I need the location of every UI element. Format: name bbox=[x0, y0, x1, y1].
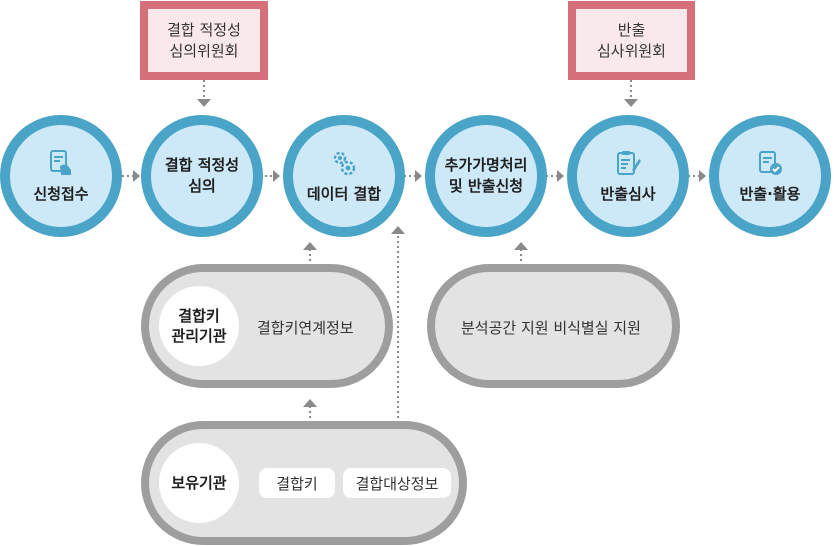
holding-agency-badge: 보유기관 bbox=[159, 443, 239, 523]
step-label: 반출심사 bbox=[600, 184, 656, 203]
step-export-review: 반출심사 bbox=[567, 115, 689, 237]
step-data-combination: 데이터 결합 bbox=[283, 115, 405, 237]
step-label: 추가가명처리 및 반출신청 bbox=[444, 156, 528, 195]
key-management-agency-panel: 결합키 관리기관 결합키연계정보 bbox=[141, 264, 393, 388]
step-application-intake: 신청접수 bbox=[0, 115, 122, 237]
analysis-space-text: 분석공간 지원 비식별실 지원 bbox=[461, 319, 641, 337]
analysis-space-panel: 분석공간 지원 비식별실 지원 bbox=[427, 264, 680, 388]
step-label: 결합 적정성 심의 bbox=[164, 156, 240, 195]
step-export-utilization: 반출·활용 bbox=[709, 115, 831, 237]
committee-label: 결합 적정성 심의위원회 bbox=[148, 9, 260, 72]
key-management-agency-badge: 결합키 관리기관 bbox=[159, 286, 239, 366]
key-link-info-text: 결합키연계정보 bbox=[257, 319, 354, 337]
step-combination-review: 결합 적정성 심의 bbox=[141, 115, 263, 237]
step-label: 신청접수 bbox=[33, 184, 89, 203]
combination-target-info-tag: 결합대상정보 bbox=[343, 468, 451, 498]
holding-agency-panel: 보유기관 결합키 결합대상정보 bbox=[141, 421, 467, 545]
document-hand-icon bbox=[50, 149, 71, 175]
gears-icon bbox=[333, 151, 356, 175]
committee-label: 반출 심사위원회 bbox=[576, 9, 687, 72]
combination-key-tag: 결합키 bbox=[259, 468, 335, 498]
step-label: 반출·활용 bbox=[739, 184, 801, 203]
committee-export-review: 반출 심사위원회 bbox=[568, 1, 695, 80]
document-check-icon bbox=[759, 150, 782, 175]
committee-combination-review: 결합 적정성 심의위원회 bbox=[140, 1, 268, 80]
step-pseudonymization-request: 추가가명처리 및 반출신청 bbox=[425, 115, 547, 237]
step-label: 데이터 결합 bbox=[306, 184, 382, 203]
clipboard-pen-icon bbox=[617, 150, 641, 175]
